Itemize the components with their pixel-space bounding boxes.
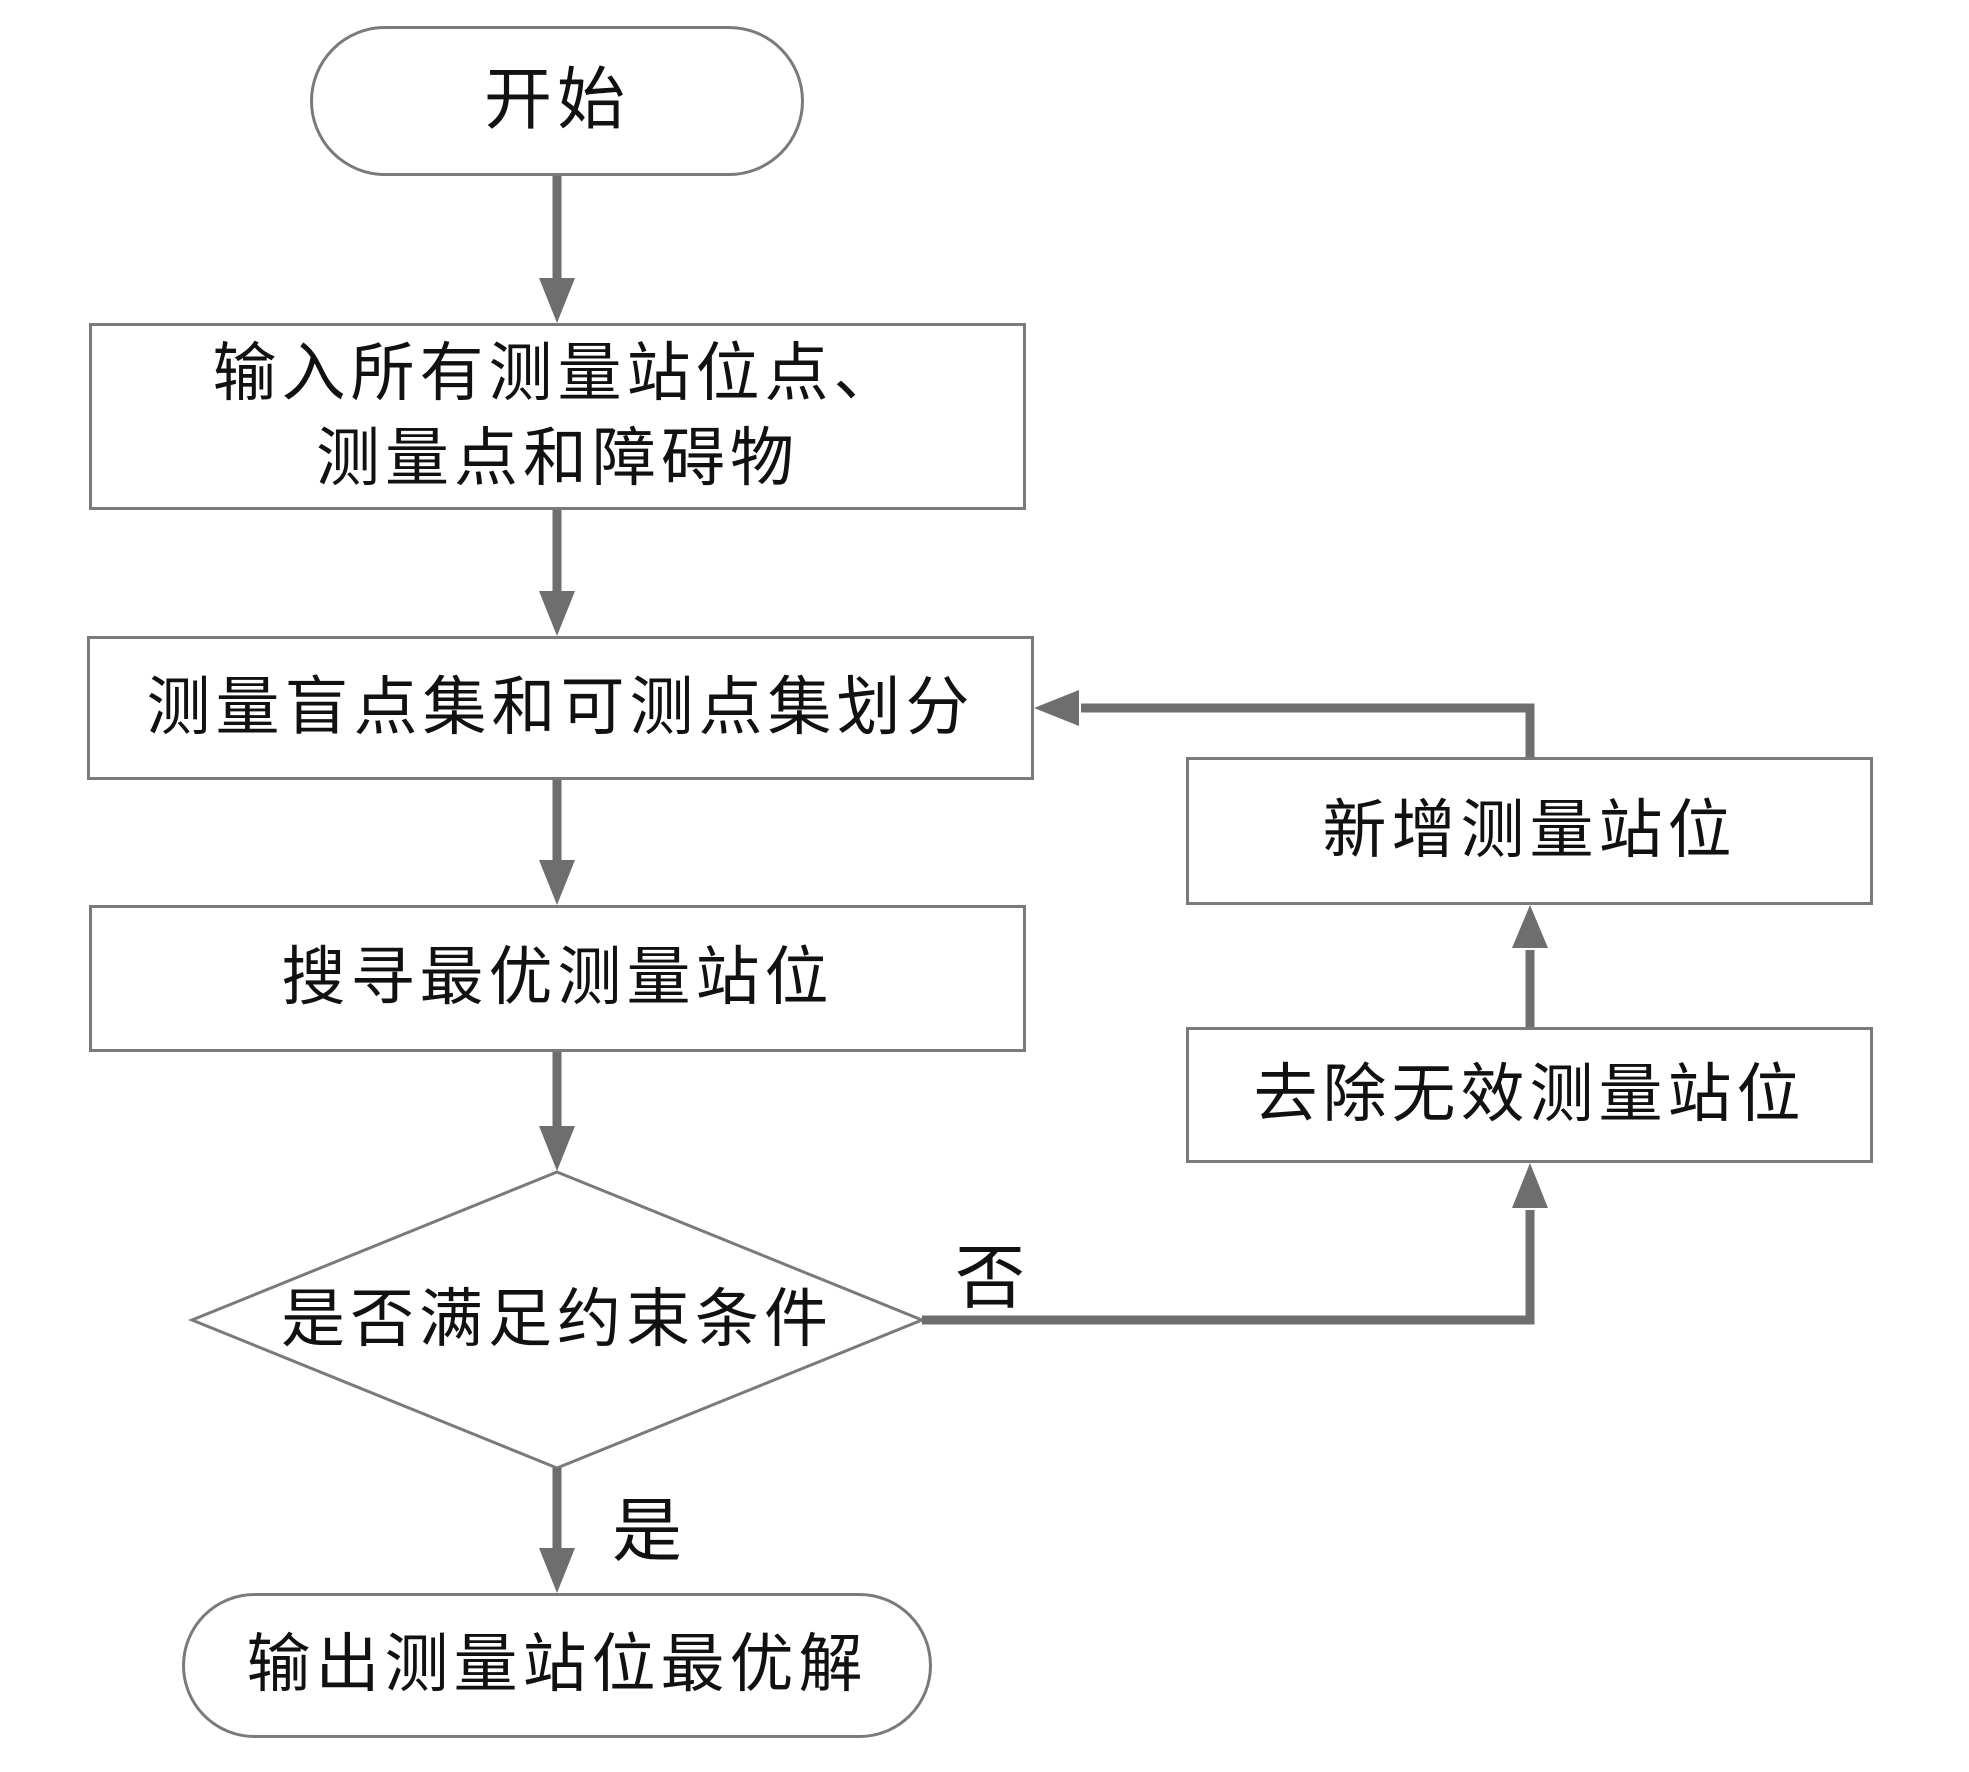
node-search-label: 搜寻最优测量站位 (281, 942, 834, 1014)
arrow-decision-no-to-remove (922, 1163, 1548, 1325)
arrow-head (1512, 905, 1548, 948)
arrow-start-to-input (539, 176, 575, 323)
arrow-shaft (922, 1210, 1535, 1325)
node-start: 开始 (310, 26, 804, 176)
node-partition-label: 测量盲点集和可测点集划分 (146, 671, 975, 743)
node-input-data: 输入所有测量站位点、 测量点和障碍物 (89, 323, 1026, 510)
arrow-head (539, 1548, 575, 1593)
arrow-remove-to-add (1512, 905, 1548, 1027)
node-output-label: 输出测量站位最优解 (246, 1629, 868, 1701)
arrow-partition-to-search (539, 780, 575, 905)
node-search-optimal-station: 搜寻最优测量站位 (89, 905, 1026, 1052)
node-partition: 测量盲点集和可测点集划分 (87, 636, 1034, 780)
arrow-decision-yes-to-output (539, 1468, 575, 1593)
node-decision-label: 是否满足约束条件 (281, 1283, 833, 1355)
node-add-label: 新增测量站位 (1322, 794, 1737, 866)
arrow-head (539, 278, 575, 323)
arrow-head (539, 591, 575, 636)
edge-label-no: 否 (955, 1241, 1025, 1318)
arrow-shaft (1081, 703, 1535, 757)
edge-label-yes: 是 (612, 1494, 682, 1571)
node-remove-invalid-station: 去除无效测量站位 (1186, 1027, 1873, 1163)
node-start-label: 开始 (483, 62, 630, 139)
node-input-line2: 测量点和障碍物 (316, 422, 799, 494)
arrow-head (539, 860, 575, 905)
node-add-station: 新增测量站位 (1186, 757, 1873, 905)
arrow-head (539, 1126, 575, 1171)
arrow-input-to-partition (539, 510, 575, 636)
arrow-add-to-partition (1034, 690, 1535, 757)
node-decision-constraints: 是否满足约束条件 (192, 1172, 922, 1468)
node-remove-label: 去除无效测量站位 (1253, 1058, 1806, 1130)
node-input-line1: 输入所有测量站位点、 (212, 338, 903, 410)
arrow-head (1034, 690, 1079, 726)
arrow-search-to-decision (539, 1052, 575, 1171)
node-output-result: 输出测量站位最优解 (182, 1593, 932, 1738)
arrow-head (1512, 1163, 1548, 1208)
